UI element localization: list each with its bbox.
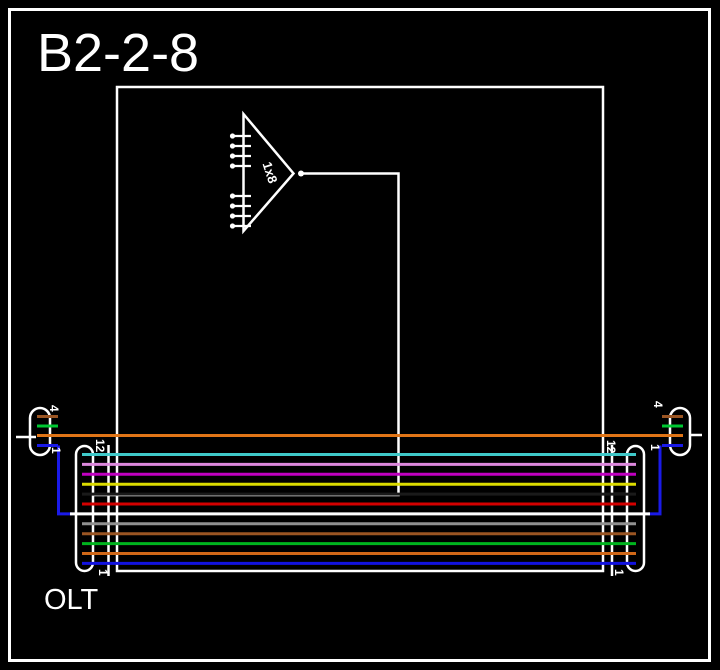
ribbon-connector-right-top-label: 12 [604,440,618,454]
splitter-triangle [242,110,296,235]
splitter-port-dot-1 [229,133,236,139]
feeder-fiber-1-blue-drop-right [648,445,662,516]
splitter-port-dot-2 [229,143,236,149]
ribbon-connector-right-bottom-label: 1 [612,569,626,576]
ribbon-connector-left-bottom-label: 1 [96,569,110,576]
olt-label: OLT [44,584,99,616]
ribbon-connector-left-top-label: 12 [93,439,107,453]
feeder-connector-left-top-label: 4 [47,405,61,412]
feeder-connector-right-top-label: 4 [651,401,665,408]
splitter-port-dot-7 [229,213,236,219]
feeder-connector-left-bottom-label: 1 [49,447,63,454]
splitter-port-dot-4 [229,163,236,169]
splitter-port-dot-8 [229,223,236,229]
page-title: B2-2-8 [37,23,199,83]
feeder-fiber-1-blue-drop-left [57,445,72,516]
outer-border [8,8,711,662]
splitter-port-dot-3 [229,153,236,159]
ribbon-connector-left [74,444,95,573]
splitter-common-port-dot [298,170,304,177]
splitter-port-dot-5 [229,193,236,199]
splitter-port-dot-6 [229,203,236,209]
generated-diagram: 1x8 12 1 12 1 4 1 4 1 [16,85,702,576]
feeder-connector-left [28,406,52,457]
feeder-connector-right [668,406,692,457]
splice-closure-rect [115,85,605,573]
ribbon-connector-right [625,444,646,573]
splitter-ratio-label: 1x8 [260,160,281,185]
feeder-connector-right-bottom-label: 1 [648,444,662,451]
